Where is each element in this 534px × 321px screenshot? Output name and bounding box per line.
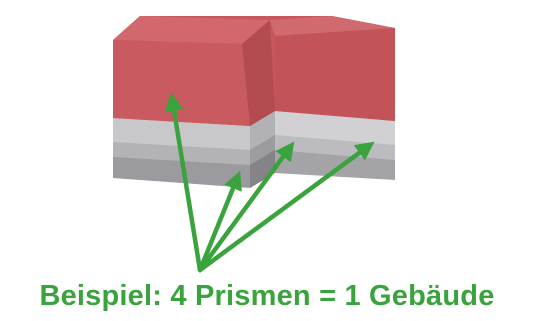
arrow-to-layer-1 (197, 141, 375, 273)
diagram-caption: Beispiel: 4 Prismen = 1 Gebäude (39, 280, 495, 312)
arrows (164, 92, 375, 273)
arrow-to-roof (164, 92, 203, 273)
prism-layer-3 (113, 111, 395, 150)
arrow-to-layer-3 (197, 170, 242, 273)
arrow-to-layer-2 (197, 141, 295, 273)
prism-roof (113, 16, 395, 126)
